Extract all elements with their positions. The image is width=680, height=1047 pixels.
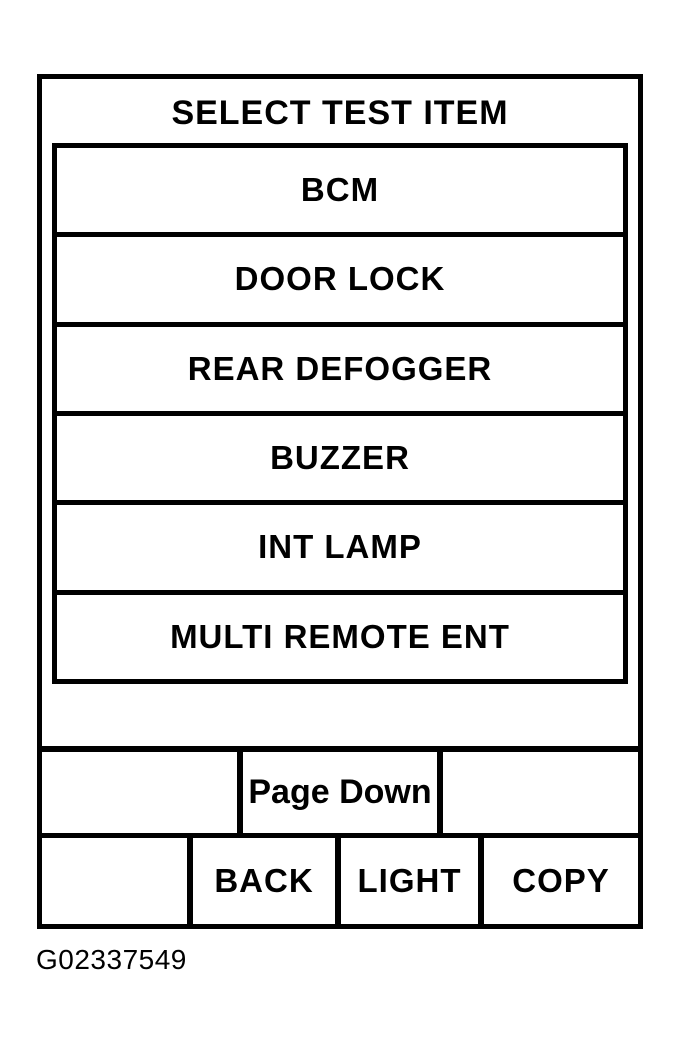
light-button[interactable]: LIGHT [335,838,478,924]
page-down-button[interactable]: Page Down [237,752,443,833]
screen-content: SELECT TEST ITEM BCM DOOR LOCK REAR DEFO… [42,79,638,924]
softkey-row-bottom: BACK LIGHT COPY [42,838,638,924]
softkey-row-paging: Page Down [42,746,638,838]
page-title: SELECT TEST ITEM [171,94,509,132]
figure-caption: G02337549 [36,944,187,975]
menu-item-int-lamp[interactable]: INT LAMP [57,500,623,589]
menu-item-rear-defogger[interactable]: REAR DEFOGGER [57,321,623,411]
softkey-blank-left [42,752,237,833]
softkey-blank-bottom [42,838,187,924]
scan-tool-screen-frame: SELECT TEST ITEM BCM DOOR LOCK REAR DEFO… [37,74,643,929]
softkey-blank-right [443,752,638,833]
copy-button[interactable]: COPY [478,838,638,924]
menu-item-door-lock[interactable]: DOOR LOCK [57,232,623,321]
menu-item-bcm[interactable]: BCM [300,171,380,209]
back-button[interactable]: BACK [187,838,335,924]
menu-item-buzzer[interactable]: BUZZER [57,410,623,500]
menu-item-multi-remote-ent[interactable]: MULTI REMOTE ENT [57,589,623,679]
test-item-menu: BCM DOOR LOCK REAR DEFOGGER BUZZER INT L… [52,143,628,684]
